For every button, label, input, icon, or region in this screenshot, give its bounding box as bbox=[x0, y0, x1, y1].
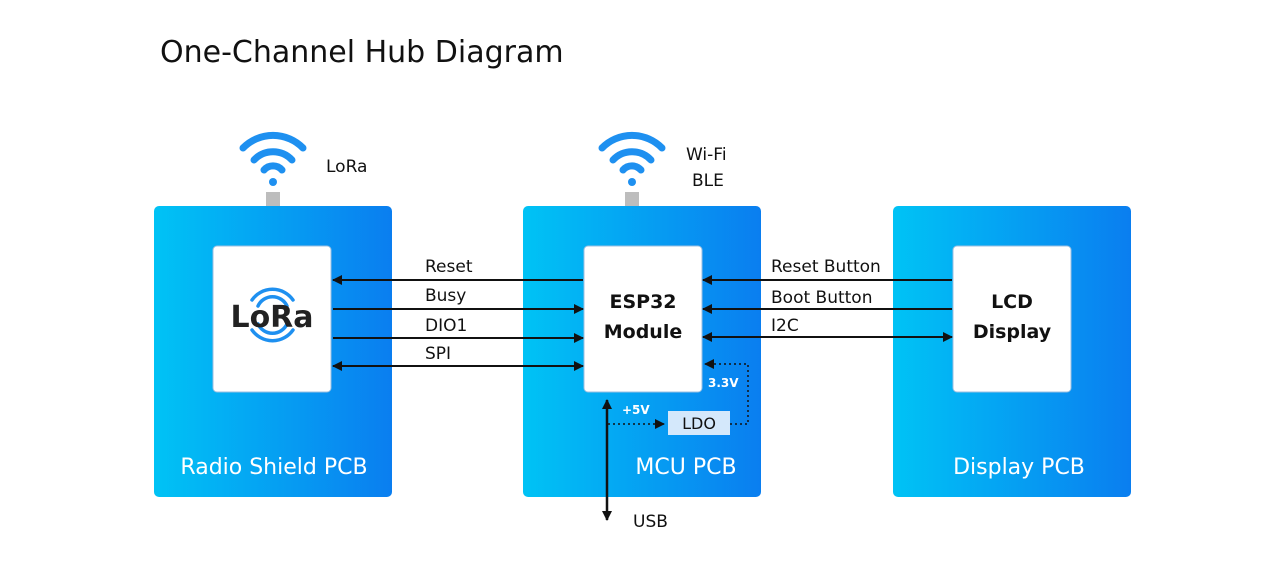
wifi-dot-icon bbox=[628, 178, 636, 186]
display-pcb-label: Display PCB bbox=[953, 455, 1085, 480]
ldo-box bbox=[668, 411, 730, 435]
esp32-chip bbox=[583, 245, 703, 393]
ldo-label: LDO bbox=[682, 414, 716, 433]
esp32-label-line1: ESP32 bbox=[609, 291, 676, 313]
radio-antenna-label: LoRa bbox=[326, 157, 367, 177]
diagram-title: One-Channel Hub Diagram bbox=[160, 35, 564, 70]
lora-logo: LoRa bbox=[230, 300, 313, 335]
esp32-label-line2: Module bbox=[604, 321, 683, 343]
signal-label-boot-button: Boot Button bbox=[771, 288, 872, 308]
signal-label-reset-button: Reset Button bbox=[771, 257, 881, 277]
wifi-icon bbox=[239, 131, 307, 174]
wifi-icon bbox=[598, 131, 666, 174]
mcu-antenna-label-wifi: Wi-Fi bbox=[686, 145, 727, 165]
signal-label-dio1: DIO1 bbox=[425, 316, 467, 336]
lora-chip bbox=[212, 245, 332, 393]
mcu-antenna-label-ble: BLE bbox=[692, 171, 724, 191]
lcd-chip bbox=[952, 245, 1072, 393]
radio-antenna-stub bbox=[266, 192, 280, 206]
wifi-dot-icon bbox=[269, 178, 277, 186]
signal-label-spi: SPI bbox=[425, 344, 451, 364]
lcd-label-line2: Display bbox=[973, 321, 1052, 343]
lora-logo-waves-icon bbox=[250, 287, 295, 343]
radio-pcb-label: Radio Shield PCB bbox=[180, 455, 367, 480]
lcd-label-line1: LCD bbox=[991, 291, 1033, 313]
signal-label-busy: Busy bbox=[425, 286, 466, 306]
usb-label: USB bbox=[633, 512, 668, 532]
v5-label: +5V bbox=[622, 403, 650, 417]
signal-label-reset: Reset bbox=[425, 257, 473, 277]
mcu-antenna-stub bbox=[625, 192, 639, 206]
v33-label: 3.3V bbox=[708, 376, 739, 390]
signal-label-i2c: I2C bbox=[771, 316, 799, 336]
mcu-pcb-label: MCU PCB bbox=[635, 455, 736, 480]
